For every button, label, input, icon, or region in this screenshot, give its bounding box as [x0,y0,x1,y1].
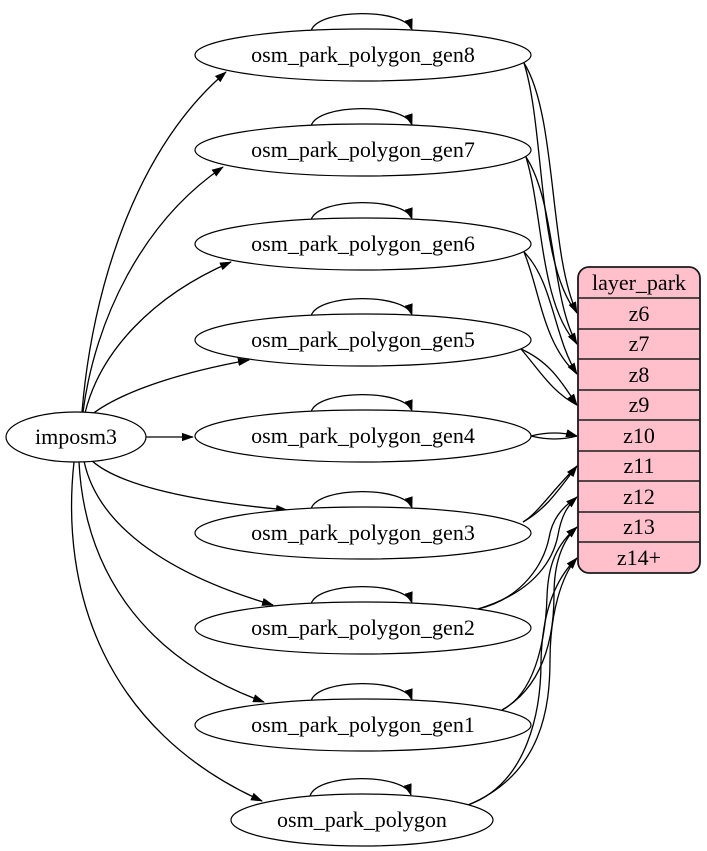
self-loop-gen2 [310,585,413,605]
layer-row-z10: z10 [623,423,655,448]
edge-gen7-z7-b [525,156,578,345]
self-loop-gen1 [310,682,413,702]
edge-gen5-z9 [520,348,578,406]
layer-row-z11: z11 [624,453,655,478]
node-osm-park-polygon [230,793,494,847]
edge-gen7-z7 [525,156,578,345]
self-loop-gen6 [310,201,413,221]
edge-imposm3-to-gen5 [90,357,250,416]
node-osm-park-polygon-gen6 [194,217,532,271]
edge-osm-park-polygon-z14 [467,557,578,806]
layer-park-table: layer_park z6 z7 z8 z9 z10 z11 z12 z13 z… [577,266,701,574]
node-osm-park-polygon-gen5 [194,313,532,367]
node-osm-park-polygon-gen1-label: osm_park_polygon_gen1 [251,712,475,737]
node-osm-park-polygon-gen4 [194,409,532,463]
node-osm-park-polygon-gen3 [194,506,532,560]
edges-to-layer [467,62,578,806]
node-osm-park-polygon-gen4-label: osm_park_polygon_gen4 [251,423,475,448]
edge-imposm3-to-gen2 [83,460,274,606]
node-osm-park-polygon-gen3-label: osm_park_polygon_gen3 [251,520,475,545]
node-osm-park-polygon-gen5-label: osm_park_polygon_gen5 [251,327,475,352]
edge-gen5-z9-b [520,348,578,406]
edge-gen4-z10 [530,429,578,438]
node-osm-park-polygon-gen6-label: osm_park_polygon_gen6 [251,231,475,256]
layer-row-z9: z9 [629,392,650,417]
edge-gen6-z8-b [523,251,578,375]
node-osm-park-polygon-gen7 [194,123,532,177]
edge-gen3-z11-b [522,465,578,523]
layer-row-z8: z8 [629,362,650,387]
node-imposm3 [5,411,147,463]
self-loop-gen7 [310,107,413,127]
node-osm-park-polygon-gen8-label: osm_park_polygon_gen8 [251,42,475,67]
layer-row-z12: z12 [623,484,655,509]
edge-imposm3-to-gen8 [81,71,227,413]
layer-row-z14: z14+ [617,545,661,570]
edge-imposm3-to-osm-park-polygon [71,461,263,802]
self-loop-gen5 [310,297,413,317]
self-loop-gen4 [310,393,413,413]
edge-gen4-z10-b [530,435,578,440]
node-osm-park-polygon-gen2 [194,601,532,655]
node-osm-park-polygon-gen2-label: osm_park_polygon_gen2 [251,615,475,640]
edge-gen8-z6 [523,62,578,314]
edge-imposm3-to-gen3 [88,457,288,514]
edge-imposm3-to-gen1 [78,461,265,703]
node-imposm3-label: imposm3 [35,424,117,449]
self-loop-osm-park-polygon [309,777,412,797]
edge-imposm3-to-gen7 [82,166,224,413]
edge-imposm3-to-gen6 [84,261,232,414]
node-osm-park-polygon-gen1 [194,698,532,752]
self-loop-gen3 [310,490,413,510]
edge-gen1-z13 [501,526,578,711]
layer-park-title: layer_park [592,270,686,295]
edge-gen8-z6-b [523,62,578,314]
edge-gen2-z12-b [477,496,578,610]
self-loop-gen8 [310,12,413,32]
edge-gen2-z12 [477,496,578,610]
node-osm-park-polygon-label: osm_park_polygon [277,807,447,832]
edges-from-source [71,71,288,802]
edge-gen1-z13-b [501,526,578,711]
self-loop-edges [309,12,413,797]
layer-row-z13: z13 [623,514,655,539]
node-osm-park-polygon-gen8 [194,28,532,82]
nodes: imposm3 osm_park_polygon_gen8 osm_park_p… [5,28,532,847]
edge-osm-park-polygon-z14-b [467,557,578,806]
layer-row-z7: z7 [629,331,650,356]
edge-gen6-z8 [523,251,578,375]
node-osm-park-polygon-gen7-label: osm_park_polygon_gen7 [251,137,475,162]
layer-row-z6: z6 [629,301,650,326]
